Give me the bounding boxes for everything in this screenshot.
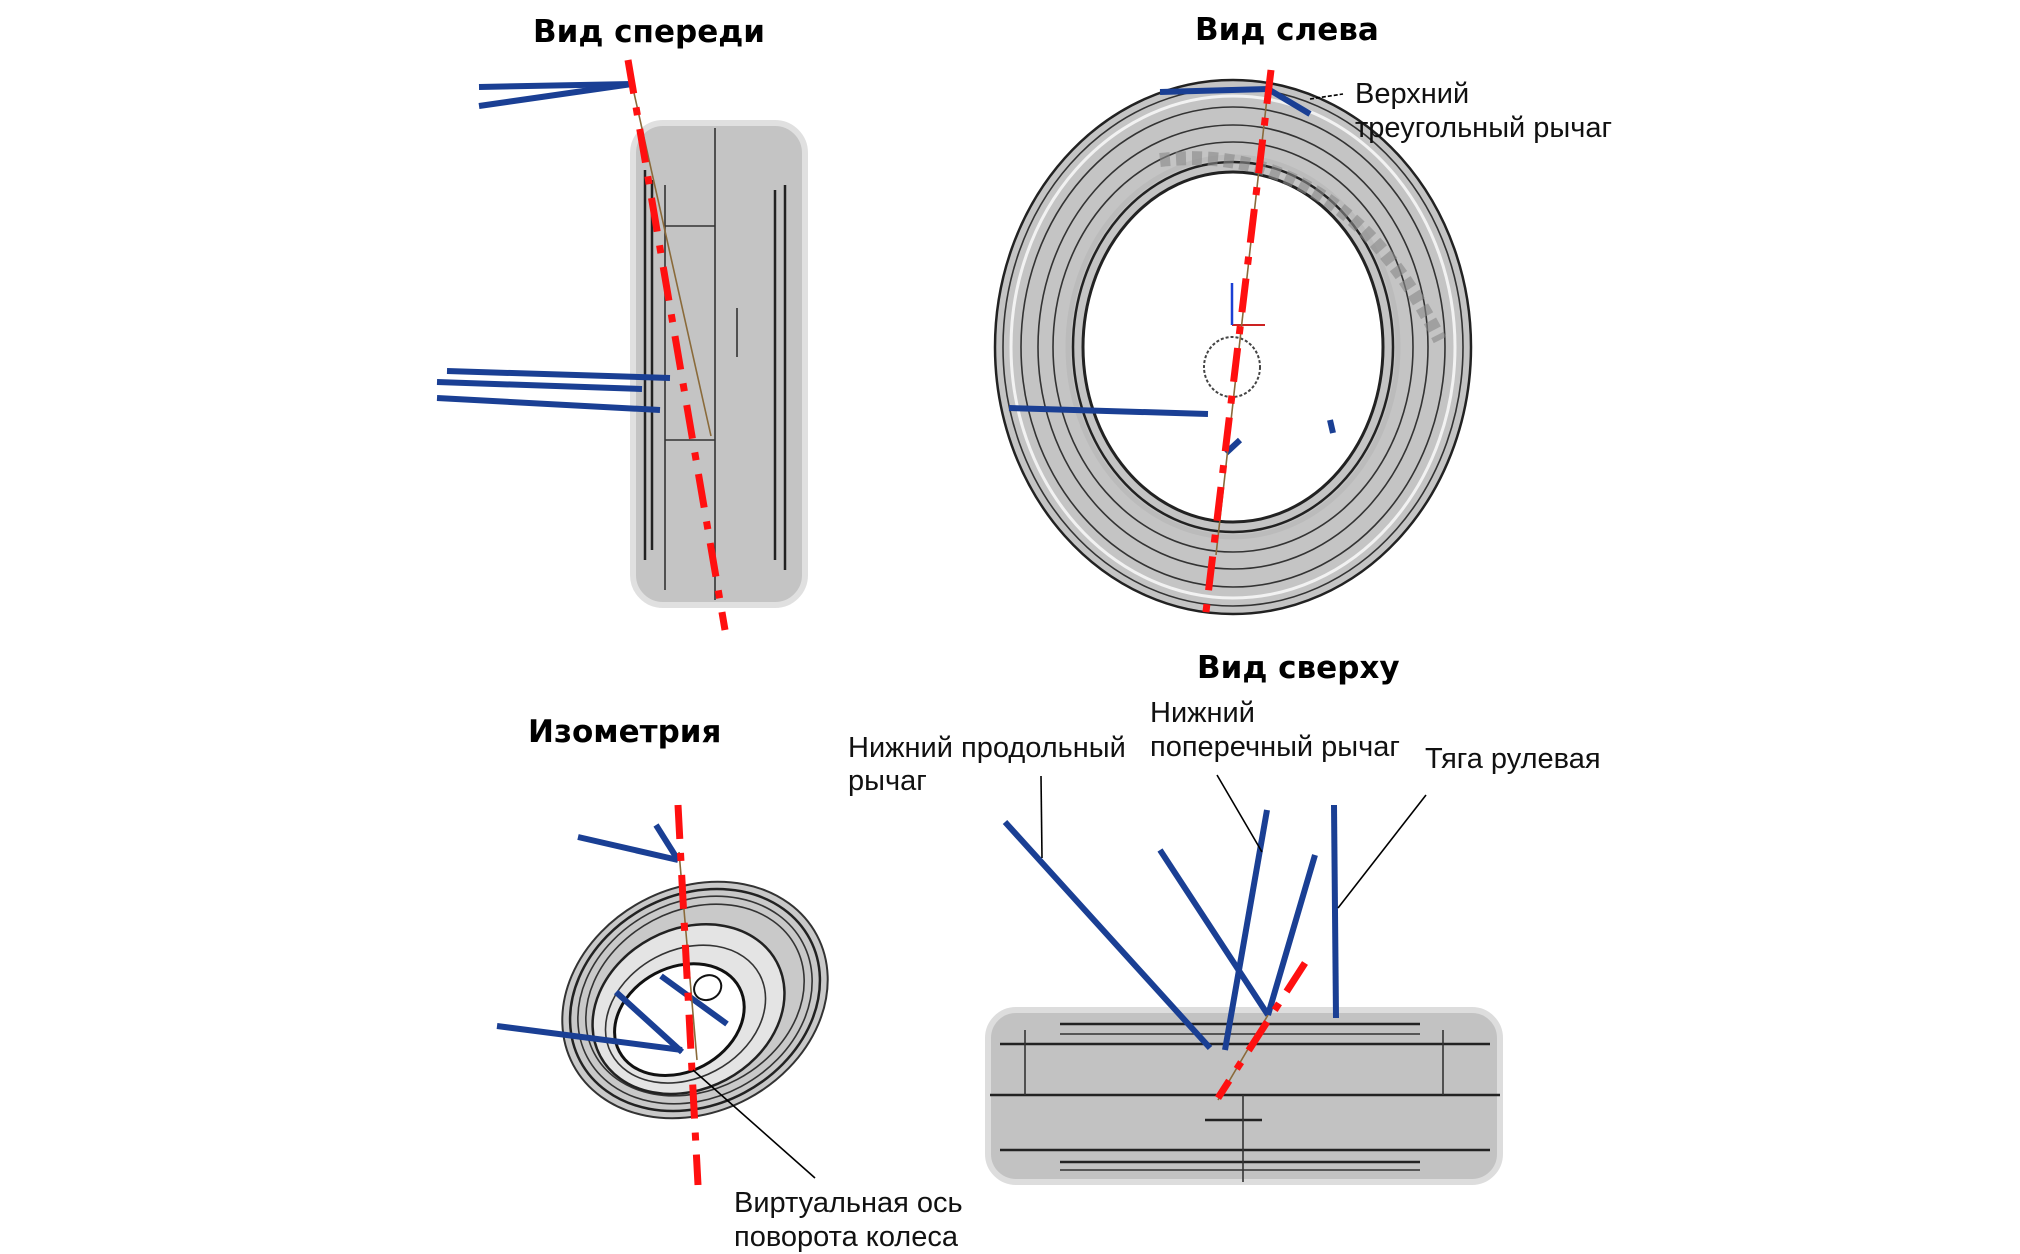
upper-wishbone-link-1: [577, 834, 679, 863]
front-view-title: Вид спереди: [533, 14, 765, 50]
upper-arm-front-link: [478, 81, 633, 90]
tire-inner-opening: [1081, 170, 1385, 524]
steering-axis-iso: [674, 804, 702, 1186]
steering-axis-top: [1215, 961, 1308, 1100]
upper-arm-rear-link: [478, 81, 633, 109]
label-lower-trailing-arm-line2: рычаг: [848, 765, 927, 797]
leader-tie-rod: [1337, 794, 1427, 909]
leader-lower-lateral-arm: [1216, 774, 1263, 853]
leader-virtual-axis: [692, 1069, 816, 1179]
leader-lower-trailing-arm: [1040, 775, 1043, 859]
iso-view: Изометрия Виртуальная ось поворота колес…: [496, 714, 963, 1253]
left-view: Вид слева Верхний треугольн: [993, 12, 1612, 621]
tie-rod-stub: [1327, 419, 1336, 434]
front-view: Вид спереди: [436, 14, 808, 631]
lower-arm-link-1: [446, 368, 671, 381]
lower-arm-link-2: [613, 989, 685, 1055]
label-lower-trailing-arm-line1: Нижний продольный: [848, 732, 1126, 764]
tire-ring: [1009, 94, 1457, 600]
steering-axis-left: [1201, 69, 1275, 621]
lower-arm-link-1: [496, 1023, 683, 1053]
leader-upper-wishbone: [1309, 93, 1344, 100]
upper-wishbone-front-link: [1159, 86, 1269, 95]
steering-axis-front: [624, 59, 729, 631]
left-view-title: Вид слева: [1195, 12, 1379, 48]
iso-view-arms: [496, 823, 729, 1055]
lower-arm-link-3: [436, 395, 661, 413]
tire-body: [632, 122, 806, 606]
tire-ring: [1037, 124, 1429, 570]
label-lower-lateral-arm-line1: Нижний: [1150, 697, 1255, 729]
tie-rod: [1331, 804, 1339, 1019]
tire-ring: [577, 895, 813, 1105]
top-view: Вид сверху Нижний продольный рычаг: [848, 650, 1601, 1185]
tire-ring: [1020, 106, 1446, 588]
label-virtual-axis-line1: Виртуальная ось: [734, 1187, 963, 1219]
top-view-title: Вид сверху: [1197, 650, 1400, 686]
upper-wishbone-rear-link: [1266, 86, 1312, 117]
lower-arm-link-2: [436, 379, 643, 392]
upper-arm-link: [1265, 854, 1318, 1016]
tire-ring: [585, 903, 805, 1097]
label-upper-wishbone-line1: Верхний: [1355, 78, 1469, 110]
front-view-arms: [436, 81, 671, 413]
label-lower-lateral-arm-line2: поперечный рычаг: [1150, 731, 1400, 763]
label-upper-wishbone-line2: треугольный рычаг: [1355, 112, 1612, 144]
iso-view-title: Изометрия: [528, 714, 721, 750]
lower-arm-link: [1157, 848, 1271, 1017]
left-view-tire: [993, 78, 1473, 616]
tire-ring: [604, 944, 767, 1084]
tire-ring: [1052, 141, 1414, 553]
front-view-tire: [630, 120, 808, 608]
lower-trailing-arm: [1002, 819, 1213, 1051]
label-tie-rod: Тяга рулевая: [1425, 743, 1601, 775]
top-view-tire: [985, 1007, 1503, 1185]
hub-circle: [693, 974, 723, 1002]
upper-wishbone-link-2: [653, 823, 681, 862]
left-view-arms: [1008, 86, 1336, 456]
lower-arm-link: [1008, 405, 1209, 417]
label-virtual-axis-line2: поворота колеса: [734, 1221, 959, 1253]
tire-outline: [630, 120, 808, 608]
sidewall-lettering: [1159, 151, 1447, 344]
tire-ring: [568, 887, 822, 1113]
tie-rod: [659, 973, 729, 1027]
